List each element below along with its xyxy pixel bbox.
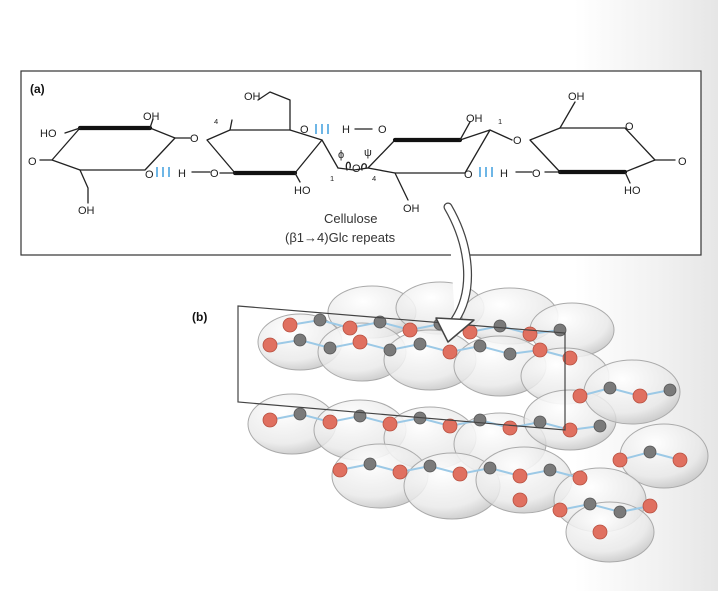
panel-a-label: (a): [30, 82, 45, 96]
phi-label: ϕ: [338, 149, 344, 161]
glycosidic-o-label: O: [352, 163, 361, 175]
panel-a: (a): [20, 70, 702, 256]
surface-layer-bottom: [331, 443, 655, 563]
o-label-h2: O: [378, 124, 387, 136]
h-label-2: H: [342, 124, 350, 136]
ring3-oh-top-label: OH: [466, 113, 483, 125]
connecting-arrow: [435, 202, 475, 343]
ring1-o-label: O: [28, 156, 37, 168]
panel-b-label: (b): [192, 310, 207, 324]
repeats-caption: (β1→4)Glc repeats: [285, 230, 396, 245]
bridge1-o-label: O: [190, 133, 199, 145]
glucose-ring-2: [206, 91, 373, 183]
glycosidic-linkage: [337, 161, 369, 171]
psi-label: ψ: [364, 147, 372, 159]
glucose-ring-1: [39, 118, 211, 204]
o-label-h1: O: [210, 168, 219, 180]
oxygen-atoms: [262, 317, 688, 540]
glucose-ring-3: [367, 121, 533, 201]
ring1-oh-bottom-label: OH: [78, 205, 95, 217]
ring1-ho-label: HO: [40, 128, 57, 140]
o-label-h3: O: [532, 168, 541, 180]
ring4-ho-label: HO: [624, 185, 641, 197]
h-label-1: H: [178, 168, 186, 180]
glucose-ring-4: [529, 101, 676, 184]
panel-a-frame: [20, 70, 702, 256]
cellulose-caption: Cellulose: [324, 211, 377, 226]
ring2-ring-o-label: O: [300, 124, 309, 136]
ring3-c4-label: 4: [372, 174, 376, 183]
ring3-ring-o-label: O: [464, 169, 473, 181]
ring2-ho-label: HO: [294, 185, 311, 197]
ring1-oh-label: OH: [143, 111, 160, 123]
ring4-oh-top-label: OH: [568, 91, 585, 103]
ring4-ring-o-label: O: [625, 121, 634, 133]
ring2-c1-label: 1: [330, 174, 334, 183]
ring1-ring-o-label: O: [145, 169, 154, 181]
ring4-o-end-label: O: [678, 156, 687, 168]
ring2-c4-label: 4: [214, 117, 218, 126]
ring2-oh-top-label: OH: [244, 91, 261, 103]
h-label-3: H: [500, 168, 508, 180]
ring3-oh-bottom-label: OH: [403, 203, 420, 215]
bridge2-o-label: O: [513, 135, 522, 147]
ring3-c1-label: 1: [498, 117, 502, 126]
